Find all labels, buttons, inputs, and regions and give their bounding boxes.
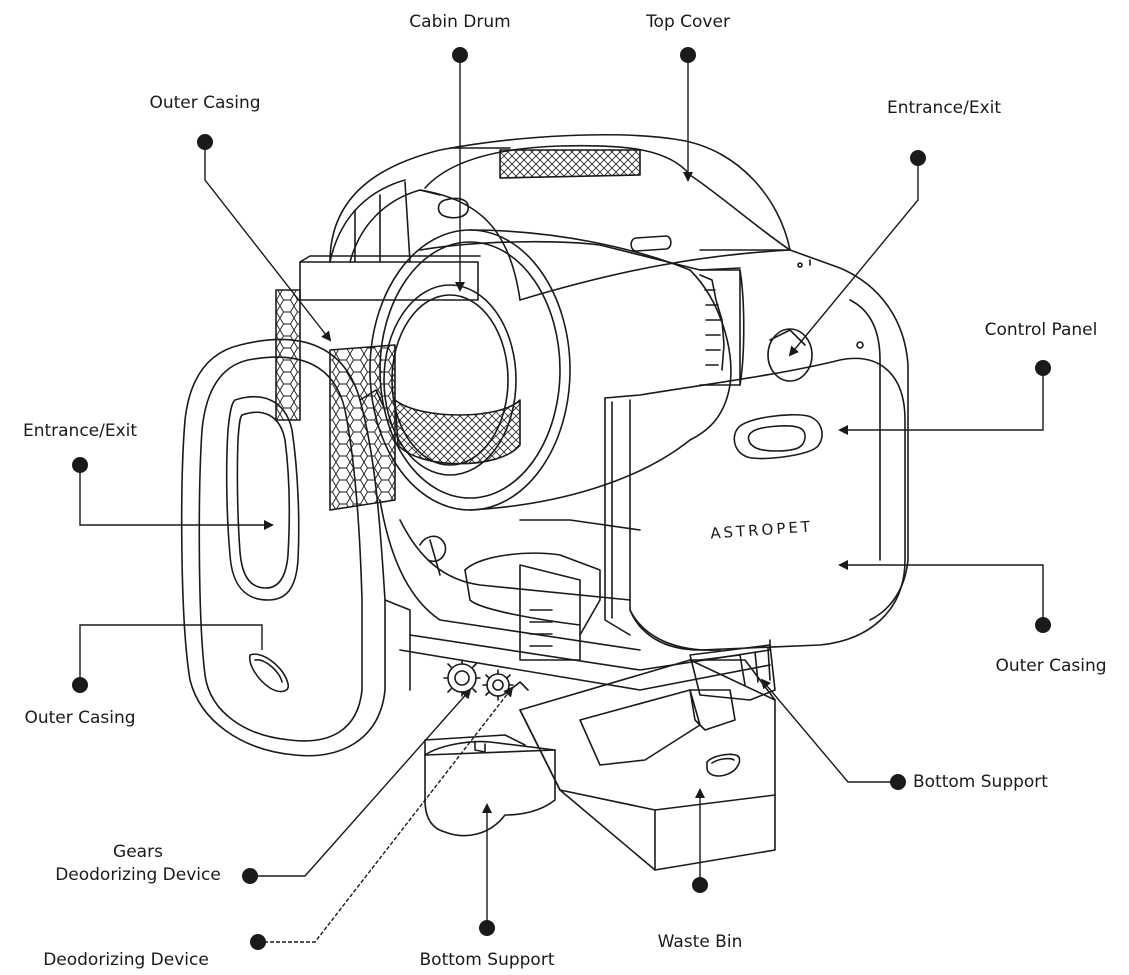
- waste-bin: [519, 659, 776, 871]
- label-gears: Gears: [113, 842, 163, 862]
- leader-outer-casing-top: [204, 142, 332, 342]
- left-outer-casing: [180, 338, 411, 757]
- label-outer-casing-left: Outer Casing: [24, 708, 136, 728]
- cabin-drum: [369, 229, 745, 511]
- base-tray: [379, 499, 771, 691]
- back-outer-casing: [275, 255, 481, 511]
- leader-outer-casing-left: [79, 624, 263, 685]
- leader-dots: [72, 47, 1051, 950]
- label-outer-casing-top: Outer Casing: [149, 93, 261, 113]
- top-cover: [329, 134, 791, 301]
- label-entrance-exit-left: Entrance/Exit: [22, 421, 138, 441]
- label-top-cover: Top Cover: [646, 12, 730, 32]
- label-outer-casing-right: Outer Casing: [995, 656, 1107, 676]
- leader-deodorizing-device: [258, 686, 514, 943]
- control-panel-casing: [604, 357, 906, 651]
- gears-assembly: [443, 659, 529, 701]
- label-cabin-drum: Cabin Drum: [409, 12, 511, 32]
- bottom-support-foot: [424, 734, 556, 837]
- label-waste-bin: Waste Bin: [657, 932, 743, 952]
- leader-entrance-exit-left: [79, 465, 274, 530]
- leader-entrance-exit-right: [788, 158, 919, 357]
- brand-logo: ASTROPET: [710, 517, 814, 542]
- leader-gears: [250, 688, 472, 877]
- leader-control-panel: [838, 368, 1044, 435]
- label-control-panel: Control Panel: [984, 320, 1098, 340]
- label-bottom-support-right: Bottom Support: [913, 772, 1048, 792]
- bottom-support-right: [689, 644, 776, 701]
- leader-bottom-support-right: [760, 678, 898, 783]
- label-deodorizing-device-1: Deodorizing Device: [55, 865, 221, 885]
- label-bottom-support-bottom: Bottom Support: [419, 950, 555, 970]
- label-deodorizing-device-2: Deodorizing Device: [43, 950, 209, 970]
- label-entrance-exit-right: Entrance/Exit: [886, 98, 1002, 118]
- leader-outer-casing-right: [838, 560, 1044, 625]
